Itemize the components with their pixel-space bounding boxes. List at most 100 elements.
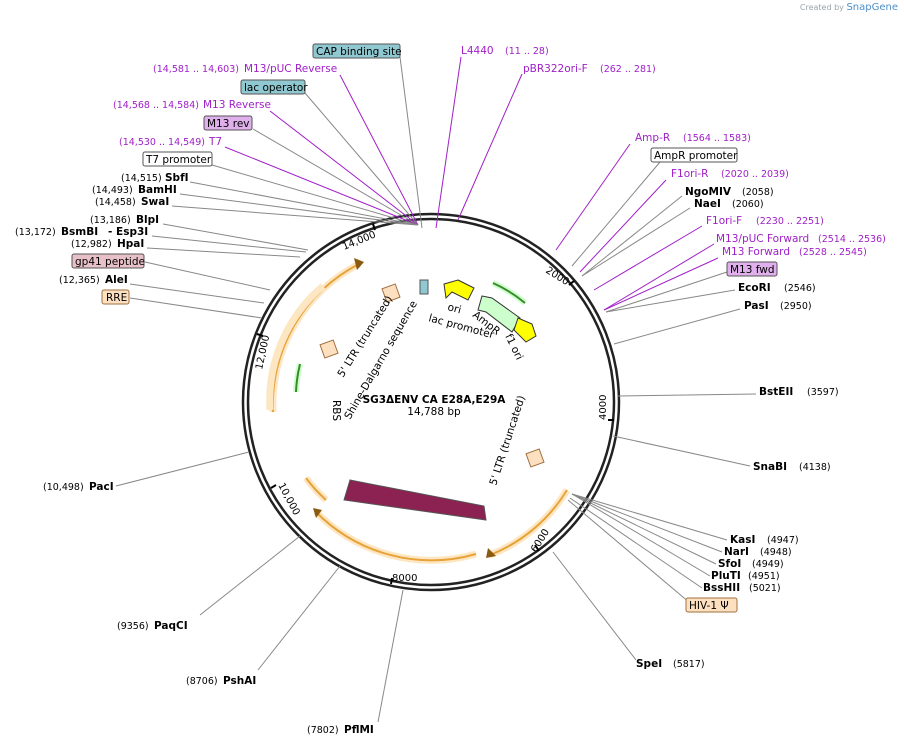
leader-blpi (162, 223, 309, 251)
tick-2000 (568, 280, 575, 286)
site-sfoi-pos: (4949) (752, 559, 784, 570)
feature-arc-left (266, 283, 326, 411)
ampr-promoter-box (650, 147, 738, 163)
leader-pbr322 (457, 73, 523, 221)
leader-m13puc-rev (339, 74, 419, 226)
site-paqci-name: PaqCI (154, 620, 188, 632)
f1-ori-arrow (513, 317, 537, 343)
leader-hpai (146, 247, 301, 258)
site-paci-name: PacI (89, 481, 114, 493)
leader-m13-fwd (605, 271, 728, 313)
primer-f1ori-f-range: (2230 .. 2251) (756, 216, 824, 227)
leader-m13-forward (603, 257, 719, 311)
leader-bsteii (617, 393, 757, 397)
site-swai-pos: (14,458) (95, 197, 136, 208)
leader-paci (115, 451, 250, 487)
gp41-peptide-box (71, 253, 145, 269)
site-esp3i-name: - Esp3I (108, 226, 148, 238)
leader-l4440 (435, 56, 462, 229)
leader-t7 (224, 146, 419, 226)
site-snabi-pos: (4138) (799, 462, 831, 473)
leader-bsshii (569, 497, 703, 589)
m13-rev-box (203, 115, 253, 131)
site-sbfi-name: SbfI (165, 172, 189, 184)
site-nari-name: NarI (724, 546, 749, 558)
site-bsteii-pos: (3597) (807, 387, 839, 398)
m13-rev-label: M13 rev (207, 118, 250, 130)
tick-label-8000: 8000 (392, 573, 417, 584)
leader-m13puc-fwd (603, 243, 715, 311)
cap-binding-site-box (312, 43, 401, 59)
site-ngomiv-name: NgoMIV (685, 186, 732, 198)
feature-arc-bottom-core (489, 489, 568, 556)
site-pluti-name: PluTI (711, 570, 741, 582)
primer-f1ori-f-name: F1ori-F (706, 215, 742, 227)
leader-t7-promoter (211, 164, 419, 226)
primer-t7-name: T7 (208, 136, 222, 148)
primer-m13puc-fwd-name: M13/pUC Forward (716, 233, 809, 245)
ampr-arrow (477, 295, 521, 333)
site-sfoi-name: SfoI (718, 558, 741, 570)
primer-f1ori-r-name: F1ori-R (671, 168, 708, 180)
leader-pluti (571, 493, 711, 577)
site-bamhi-pos: (14,493) (92, 185, 133, 196)
ori-arrow (443, 279, 475, 301)
green-arc-top-right-core (492, 282, 526, 304)
green-arc-left-core (295, 363, 301, 393)
leader-rre (129, 297, 263, 319)
primer-m13puc-fwd-range: (2514 .. 2536) (818, 234, 886, 245)
primer-m13-forward-name: M13 Forward (722, 246, 790, 258)
hiv1-psi-box (685, 597, 738, 613)
leader-hiv1-psi (567, 499, 691, 604)
site-ngomiv-pos: (2058) (742, 187, 774, 198)
leader-pasi (613, 308, 741, 345)
site-hpai-name: HpaI (117, 238, 144, 250)
tick-8000 (390, 577, 393, 585)
primer-m13-rev-name: M13 Reverse (203, 99, 271, 111)
site-bsmbi-pos: (13,172) (15, 227, 56, 238)
tick-label-4000: 4000 (598, 395, 609, 420)
backbone-inner (246, 217, 616, 587)
site-kasi-pos: (4947) (767, 535, 799, 546)
primer-m13puc-rev-name: M13/pUC Reverse (244, 63, 337, 75)
leader-snabi (612, 435, 751, 467)
label-rbs: RBS (330, 400, 342, 421)
t7-promoter-box (142, 151, 213, 167)
site-ecori-pos: (2546) (784, 283, 816, 294)
leader-f1ori-r (579, 179, 667, 273)
feature-arc-top-left-core (271, 263, 360, 413)
leader-sbfi (189, 181, 419, 226)
leader-naei (581, 207, 691, 277)
label-ori: ori (446, 301, 462, 316)
site-kasi-name: KasI (730, 534, 755, 546)
leader-ngomiv (581, 195, 683, 277)
snapgene-logo: SnapGene (846, 2, 898, 13)
site-ecori-name: EcoRI (738, 282, 771, 294)
site-pasi-name: PasI (744, 300, 769, 312)
site-paqci-pos: (9356) (117, 621, 149, 632)
site-blpi-pos: (13,186) (90, 215, 131, 226)
hiv1-psi-label: HIV-1 Ψ (689, 600, 729, 612)
credit-prefix: Created by (799, 3, 844, 12)
site-paci-pos: (10,498) (43, 482, 84, 493)
tick-label-12000: 12,000 (254, 334, 272, 371)
leader-amp-r (555, 143, 631, 251)
leader-ampr-promoter (571, 161, 661, 267)
site-pshai-pos: (8706) (186, 676, 218, 687)
lac-operator-label: lac operator (244, 82, 308, 94)
primer-pbr322-range: (262 .. 281) (600, 64, 656, 75)
site-spei-pos: (5817) (673, 659, 705, 670)
site-pluti-pos: (4951) (748, 571, 780, 582)
site-pshai-name: PshAI (223, 675, 256, 687)
backbone-outer (241, 212, 621, 592)
leader-kasi (571, 493, 728, 541)
site-swai-name: SwaI (141, 196, 169, 208)
m13-fwd-label: M13 fwd (730, 264, 775, 276)
site-bsteii-name: BstEII (759, 386, 793, 398)
leader-f1ori-f (593, 225, 703, 291)
arrow-head-tl (354, 258, 364, 270)
leader-bamhi (179, 193, 419, 226)
leader-swai (171, 205, 419, 226)
leader-ecori (605, 289, 736, 313)
site-pasi-pos: (2950) (780, 301, 812, 312)
